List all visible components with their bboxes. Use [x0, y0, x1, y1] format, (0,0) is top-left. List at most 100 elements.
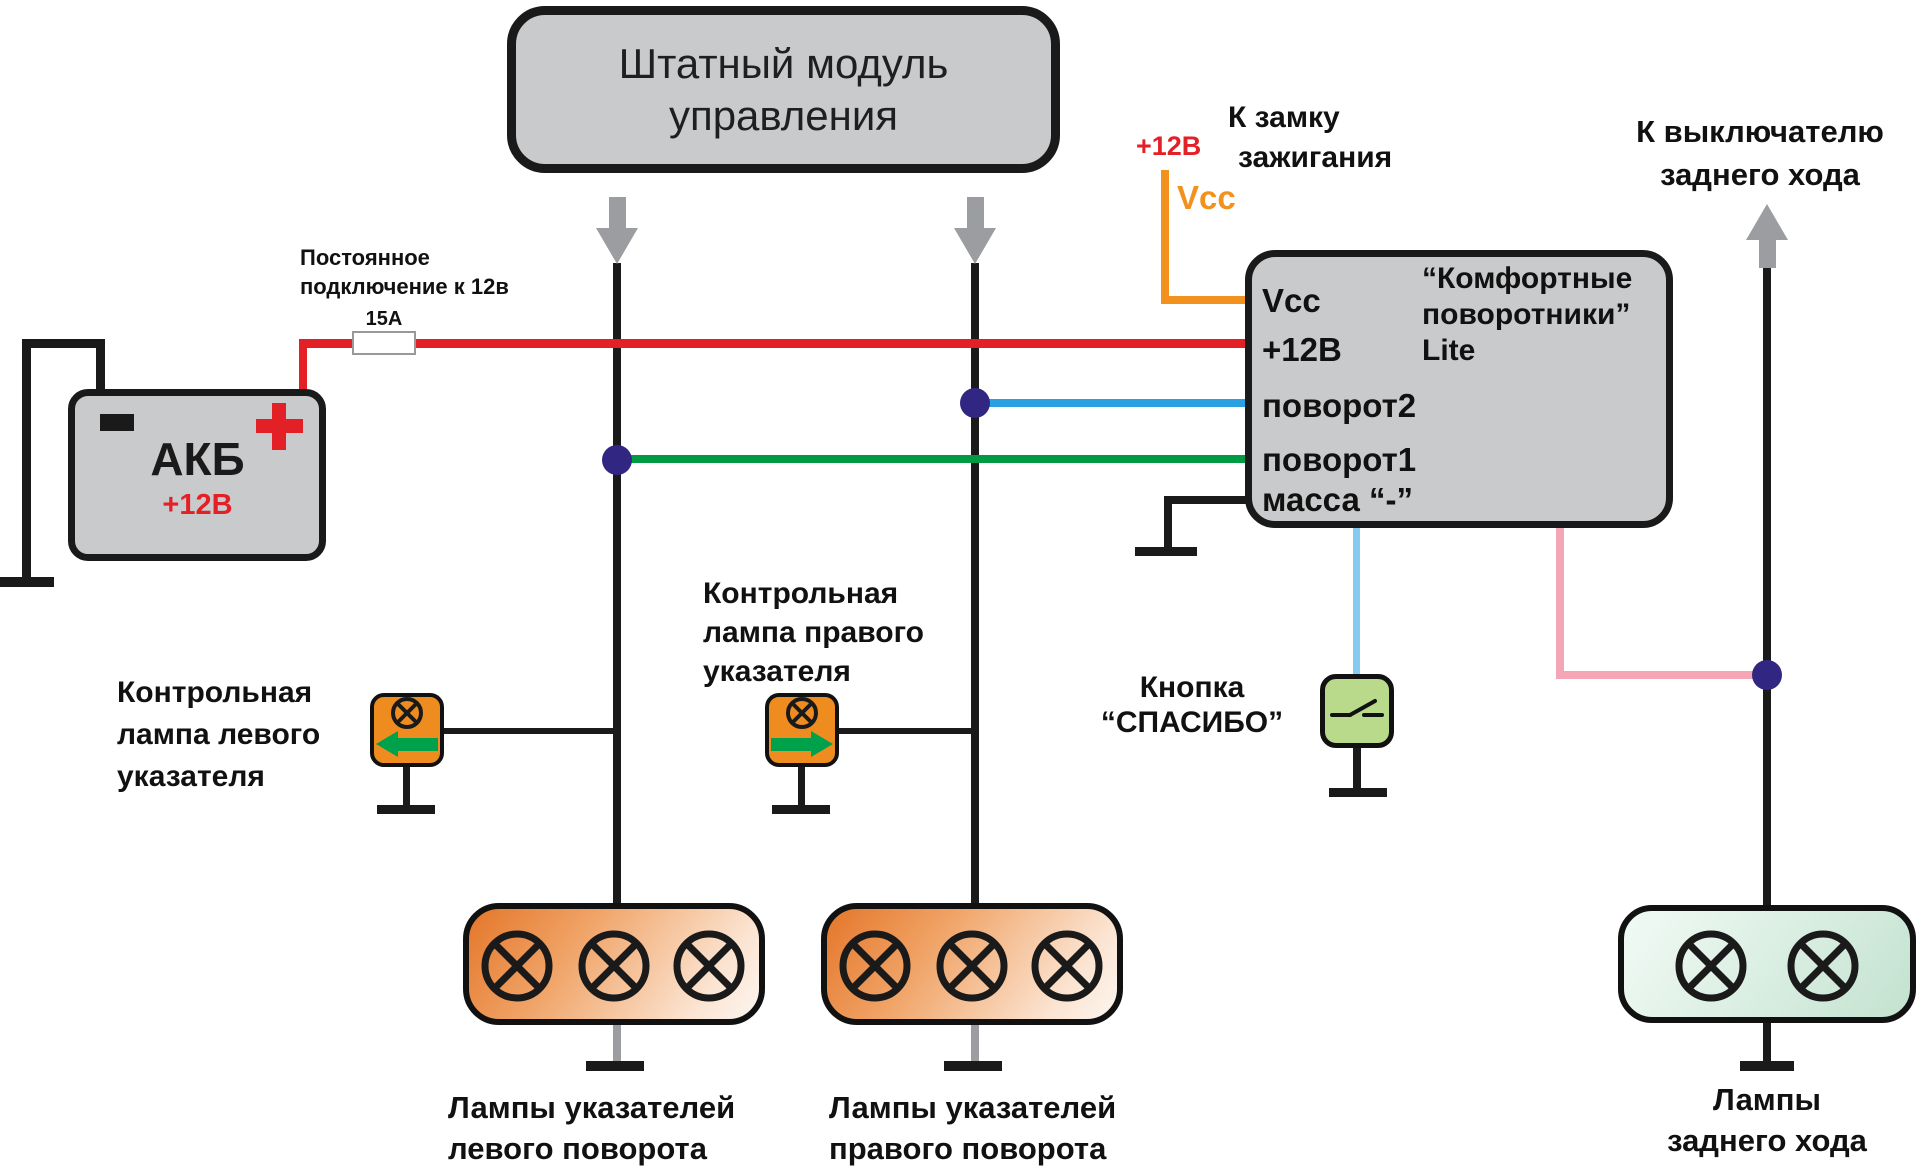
- right-indicator-line2: лампа правого: [703, 616, 925, 649]
- left-indicator-connector: [440, 728, 617, 734]
- right-turn-lamps-icons: [839, 930, 1103, 1002]
- ignition-switch-label-line1: К замку: [1228, 101, 1340, 135]
- right-indicator-line1: Контрольная: [703, 577, 899, 610]
- constant-power-line2: подключение к 12в: [300, 274, 509, 299]
- battery-negative-wire-drop: [96, 339, 105, 391]
- battery-name-text: АКБ: [150, 433, 245, 485]
- down-arrow-icon: [609, 197, 626, 230]
- thanks-button-line1: Кнопка: [1139, 671, 1245, 704]
- left-lamps-line2: левого поворота: [448, 1131, 707, 1166]
- module-pin-turn1: поворот1: [1262, 441, 1416, 479]
- reverse-lamps-stem: [1763, 1021, 1771, 1065]
- left-indicator-line3: указателя: [117, 760, 265, 793]
- reverse-lamps-line1: Лампы: [1713, 1082, 1821, 1117]
- module-title-line2: поворотники”: [1422, 298, 1631, 331]
- reverse-lamps-icons: [1675, 930, 1859, 1002]
- battery-voltage-text: +12В: [162, 489, 233, 521]
- battery-plus-icon: [272, 403, 286, 450]
- comfort-module-box: [1245, 250, 1673, 528]
- left-lamps-stem: [613, 1023, 621, 1065]
- module-pin-12v: +12В: [1262, 331, 1342, 369]
- constant-power-label: Постоянное подключение к 12в: [300, 243, 509, 301]
- down-arrow-icon: [954, 228, 996, 264]
- reverse-lamp-wire: [1763, 268, 1771, 905]
- left-indicator-line2: лампа левого: [117, 718, 321, 751]
- right-arrow-icon: [771, 731, 833, 757]
- left-turn-signal-wire: [613, 263, 621, 903]
- fuse-rating-text: 15А: [365, 308, 403, 330]
- battery-negative-wire-horizontal: [22, 339, 105, 348]
- module-ground-wire-vertical: [1164, 496, 1172, 551]
- up-arrow-icon: [1746, 204, 1788, 240]
- left-indicator-stem: [403, 765, 410, 807]
- module-pin-turn1-text: поворот1: [1262, 441, 1417, 478]
- reverse-switch-line2: заднего хода: [1660, 157, 1860, 192]
- left-indicator-ground-bar: [377, 805, 435, 814]
- stock-module-label-line1: Штатный модуль: [618, 39, 949, 87]
- down-arrow-icon: [967, 197, 984, 230]
- left-lamps-line1: Лампы указателей: [448, 1090, 736, 1125]
- left-indicator-line1: Контрольная: [117, 676, 313, 709]
- plus12-red-wire: [299, 339, 1245, 348]
- battery-minus-icon: [100, 414, 134, 431]
- left-indicator-label: Контрольная лампа левого указателя: [117, 672, 320, 798]
- right-turn-lamp-icon: [771, 697, 833, 757]
- vcc-orange-wire-vertical: [1161, 170, 1169, 304]
- right-indicator-connector: [836, 728, 975, 734]
- vcc-wire-text: Vcc: [1177, 179, 1236, 216]
- module-title-line3: Lite: [1422, 334, 1476, 367]
- module-pin-vcc-text: Vcc: [1262, 282, 1321, 319]
- reverse-pink-wire-horizontal: [1556, 671, 1771, 679]
- vcc-wire-label: Vcc: [1177, 179, 1236, 217]
- ignition-line1-text: К замку: [1228, 101, 1340, 134]
- fuse-rating-label: 15А: [352, 308, 416, 331]
- module-pin-turn2: поворот2: [1262, 387, 1416, 425]
- left-turn-lamps-icons: [481, 930, 745, 1002]
- ignition-switch-label-line2: зажигания: [1238, 141, 1392, 175]
- left-arrow-icon: [376, 731, 438, 757]
- thanks-button-ground-bar: [1329, 788, 1387, 797]
- turn2-blue-wire: [975, 399, 1245, 407]
- module-pin-vcc: Vcc: [1262, 282, 1321, 320]
- reverse-pink-wire-vertical: [1556, 526, 1564, 679]
- button-lightblue-wire: [1353, 526, 1360, 676]
- right-indicator-label: Контрольная лампа правого указателя: [703, 574, 924, 691]
- reverse-lamps-cluster: [1618, 905, 1916, 1023]
- right-lamps-label: Лампы указателей правого поворота: [829, 1087, 1116, 1168]
- right-indicator-line3: указателя: [703, 655, 851, 688]
- right-indicator-ground-bar: [772, 805, 830, 814]
- thanks-button-stem: [1353, 746, 1361, 790]
- down-arrow-icon: [596, 228, 638, 264]
- switch-icon: [1330, 699, 1384, 717]
- reverse-switch-line1: К выключателю: [1636, 114, 1884, 149]
- ignition-line2-text: зажигания: [1238, 141, 1393, 174]
- ignition-plus12-text: +12В: [1136, 131, 1202, 161]
- stock-module-label-line2: управления: [668, 91, 899, 139]
- module-pin-ground: масса “-”: [1262, 481, 1413, 519]
- right-indicator-stem: [798, 765, 805, 807]
- reverse-lamps-ground-bar: [1740, 1061, 1794, 1071]
- left-indicator-symbol: [370, 693, 444, 767]
- right-lamps-stem: [971, 1023, 979, 1065]
- reverse-switch-label: К выключателю заднего хода: [1598, 110, 1920, 196]
- right-lamps-line2: правого поворота: [829, 1131, 1107, 1166]
- module-title: “Комфортные поворотники” Lite: [1422, 261, 1632, 369]
- turn2-junction-dot: [960, 388, 990, 418]
- right-lamps-ground-bar: [944, 1061, 1002, 1071]
- turn1-green-wire: [617, 455, 1245, 463]
- left-lamps-ground-bar: [586, 1061, 644, 1071]
- thanks-button-symbol: [1320, 674, 1394, 748]
- battery-negative-wire-vertical: [22, 339, 31, 580]
- up-arrow-icon: [1759, 238, 1776, 268]
- turn1-junction-dot: [602, 445, 632, 475]
- right-lamps-line1: Лампы указателей: [829, 1090, 1117, 1125]
- right-turn-signal-wire: [971, 263, 979, 903]
- stock-control-module-box: Штатный модуль управления: [507, 6, 1060, 173]
- battery-name-label: АКБ: [110, 432, 285, 486]
- thanks-button-label: Кнопка “СПАСИБО”: [1078, 670, 1306, 740]
- vcc-orange-wire-horizontal: [1161, 296, 1249, 304]
- module-pin-turn2-text: поворот2: [1262, 387, 1417, 424]
- module-ground-wire-horizontal: [1164, 496, 1249, 504]
- reverse-lamps-label: Лампы заднего хода: [1640, 1079, 1894, 1161]
- left-lamps-label: Лампы указателей левого поворота: [448, 1087, 735, 1168]
